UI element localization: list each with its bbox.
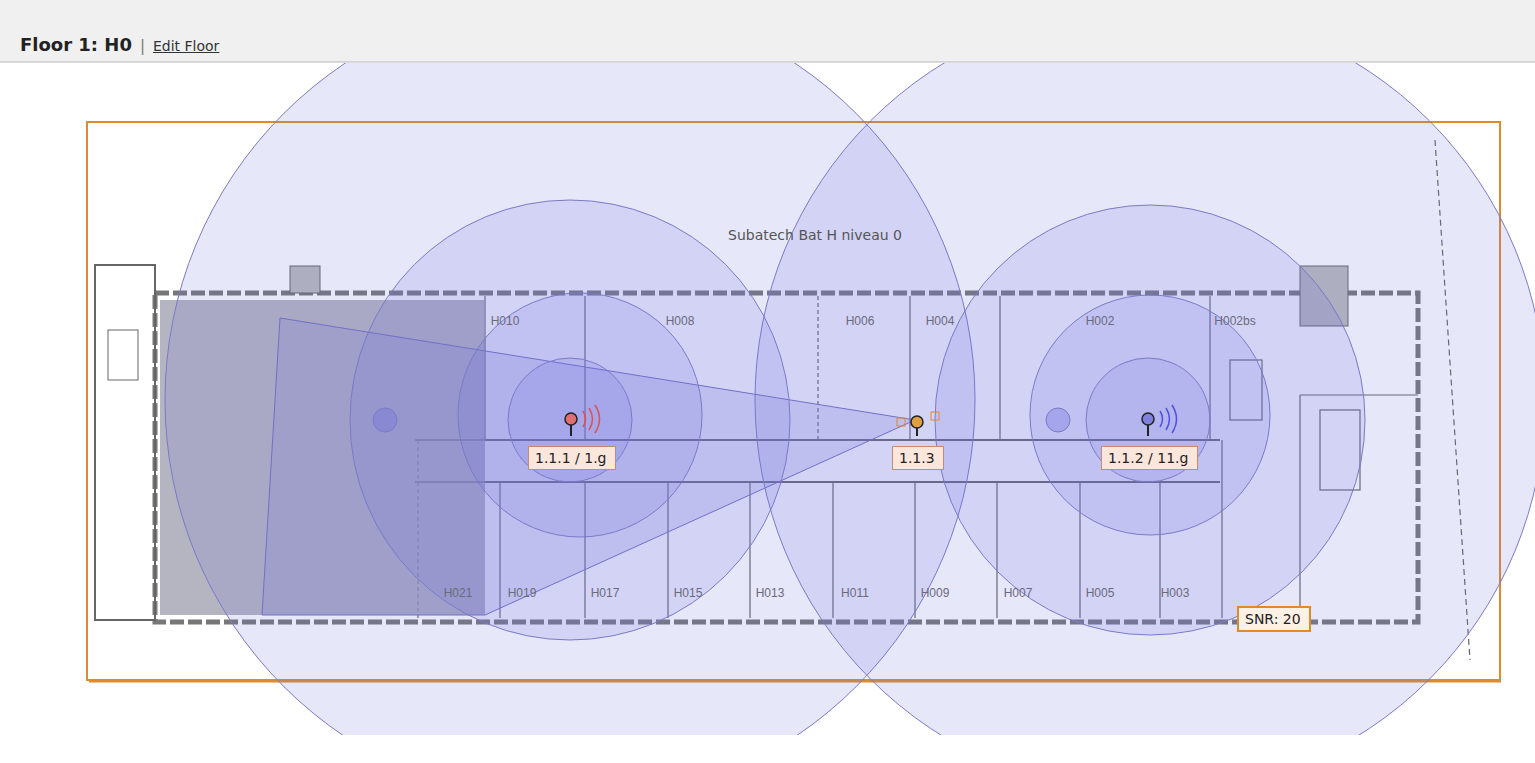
- separator: |: [140, 37, 145, 55]
- room-number: H006: [846, 314, 875, 328]
- room-number: H005: [1086, 586, 1115, 600]
- room-number: H002bs: [1214, 314, 1255, 328]
- page-title: Floor 1: H0: [20, 34, 132, 55]
- header-bar: [0, 0, 1535, 62]
- room-number: H019: [508, 586, 537, 600]
- room-number: H002: [1086, 314, 1115, 328]
- room-number: H007: [1004, 586, 1033, 600]
- room-number: H008: [666, 314, 695, 328]
- ap-label-box: 1.1.3: [892, 446, 944, 470]
- edit-link: Edit Floor: [153, 38, 219, 54]
- access-point-icons: [565, 405, 1177, 436]
- room-number: H013: [756, 586, 785, 600]
- ap-label-box: 1.1.1 / 1.g: [528, 446, 616, 470]
- room-number: H015: [674, 586, 703, 600]
- room-number: H003: [1161, 586, 1190, 600]
- room-number: H004: [926, 314, 955, 328]
- ap-label-box: 1.1.2 / 11.g: [1101, 446, 1198, 470]
- room-number: H010: [491, 314, 520, 328]
- box-text: 1.1.3: [899, 450, 937, 466]
- coverage: [165, 63, 1535, 735]
- room-number: H017: [591, 586, 620, 600]
- header-rule: [0, 62, 1535, 63]
- room-number: H009: [921, 586, 950, 600]
- box-text: SNR: 20: [1245, 611, 1303, 627]
- box-text: 1.1.2 / 11.g: [1108, 450, 1191, 466]
- room-number: H021: [444, 586, 473, 600]
- plan-name: Subatech Bat H niveau 0: [728, 227, 902, 243]
- room-number: H011: [841, 586, 869, 600]
- box-text: 1.1.1 / 1.g: [535, 450, 609, 466]
- snr-box: SNR: 20: [1237, 606, 1311, 632]
